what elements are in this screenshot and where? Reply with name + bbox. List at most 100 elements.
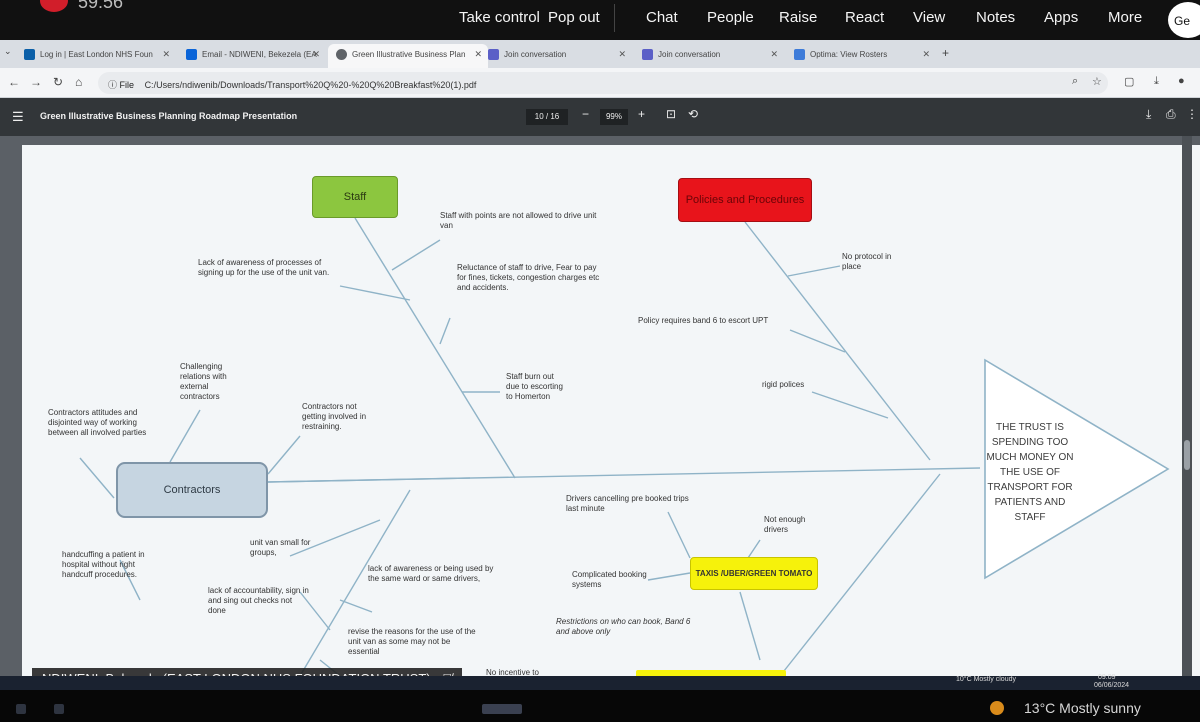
zoom-out-button[interactable]: − (582, 107, 590, 121)
twig-awareness-ward (339, 599, 373, 613)
nhs-favicon-icon (24, 49, 35, 60)
zoom-level-input[interactable]: 99% (600, 109, 628, 125)
pdf-toolbar: ☰ Green Illustrative Business Planning R… (0, 98, 1200, 136)
remote-weather: 10°C Mostly cloudy (956, 676, 1016, 683)
tab-label: Email - NDIWENI, Bekezela (EA (202, 50, 317, 59)
twig-no-protocol (787, 265, 841, 277)
people-button[interactable]: People (707, 9, 754, 26)
scrollbar-thumb[interactable] (1184, 440, 1190, 470)
zoom-in-button[interactable]: + (638, 107, 646, 121)
desktop-weather: 13°C Mostly sunny (1024, 700, 1141, 716)
taskbar-app-icon[interactable] (482, 704, 522, 714)
close-icon[interactable]: ✕ (312, 49, 320, 59)
cause-label: Staff burn out due to escorting to Homer… (506, 372, 563, 401)
fish-head-triangle (984, 358, 1170, 580)
cause-label: rigid polices (762, 380, 805, 389)
rotate-icon[interactable]: ⟲ (688, 107, 699, 121)
tab-list-chevron-icon[interactable]: ⌄ (4, 46, 12, 56)
url-scheme-label: File (119, 80, 135, 90)
url-input[interactable]: ⓘ File C:/Users/ndiwenib/Downloads/Trans… (98, 72, 1108, 94)
chat-button[interactable]: Chat (646, 9, 678, 26)
page-number-input[interactable]: 10 / 16 (526, 109, 568, 125)
lower-left-bone (299, 489, 411, 677)
tab-label: Green Illustrative Business Plan (352, 50, 466, 59)
twig-van-small (289, 519, 381, 557)
outlook-favicon-icon (186, 49, 197, 60)
cause-label: handcuffing a patient in hospital withou… (62, 550, 145, 579)
fit-page-icon[interactable]: ⊡ (666, 107, 677, 121)
twig-staff-awareness (339, 285, 411, 301)
reload-icon[interactable]: ↻ (53, 75, 64, 89)
pdf-title: Green Illustrative Business Planning Roa… (40, 111, 298, 121)
remote-clock-date: 06/06/2024 (1094, 682, 1130, 689)
category-contractors: Contractors (116, 462, 268, 518)
tab-label: Join conversation (504, 50, 567, 59)
twig-complicated (647, 572, 691, 581)
cause-label: Contractors attitudes and disjointed way… (48, 408, 147, 437)
close-icon[interactable]: ✕ (474, 49, 482, 59)
view-button[interactable]: View (913, 9, 946, 26)
remote-taskbar (0, 676, 1200, 690)
tab-email[interactable]: Email - NDIWENI, Bekezela (EA ✕ (178, 44, 326, 68)
close-icon[interactable]: ✕ (922, 49, 930, 59)
category-policies-procedures: Policies and Procedures (678, 178, 812, 222)
twig-restraining (267, 435, 301, 475)
info-icon[interactable]: ⓘ (108, 80, 118, 90)
menu-icon[interactable]: ☰ (12, 109, 24, 124)
browser-tab-strip: ⌄ Log in | East London NHS Foun ✕ Email … (0, 40, 1200, 68)
apps-button[interactable]: Apps (1044, 9, 1079, 26)
cause-label: Drivers cancelling pre booked trips last… (566, 494, 689, 513)
profile-icon[interactable]: ● (1178, 75, 1185, 87)
twig-attitudes (79, 457, 115, 499)
cause-label: lack of awareness or being used by the s… (368, 564, 494, 583)
twig-staff-reluctance (439, 317, 451, 345)
zoom-icon[interactable]: ⌕ (1072, 75, 1079, 87)
cause-label: Reluctance of staff to drive, Fear to pa… (457, 263, 600, 292)
contractors-branch (267, 477, 471, 483)
more-button[interactable]: More (1108, 9, 1143, 26)
taskbar-app-icon[interactable] (16, 704, 26, 714)
more-options-icon[interactable]: ⋮ (1186, 107, 1198, 121)
taskbar-app-icon[interactable] (54, 704, 64, 714)
tab-optima-rosters[interactable]: Optima: View Rosters ✕ (786, 44, 936, 68)
cause-label: lack of accountability, sign in and sing… (208, 586, 309, 615)
downloads-icon[interactable]: ⤓ (1154, 75, 1159, 87)
tab-east-london-login[interactable]: Log in | East London NHS Foun ✕ (16, 44, 176, 68)
weather-sun-icon (990, 701, 1004, 715)
page-total: / 16 (545, 112, 560, 121)
new-tab-plus-icon[interactable]: + (942, 46, 950, 60)
globe-favicon-icon (336, 49, 347, 60)
react-button[interactable]: React (845, 9, 885, 26)
extensions-icon[interactable]: ▢ (1124, 76, 1135, 88)
remote-clock-time: 09:09 (1098, 674, 1116, 681)
close-icon[interactable]: ✕ (618, 49, 626, 59)
twig-restrictions (739, 591, 761, 661)
download-icon[interactable]: ⤓ (1146, 107, 1152, 121)
twig-drivers-cancelling (667, 511, 691, 559)
category-box-partial (636, 670, 786, 680)
twig-handcuffing (119, 559, 141, 601)
forward-arrow-icon[interactable]: → (30, 75, 42, 89)
cause-label: revise the reasons for the use of the un… (348, 627, 476, 656)
cause-label: Staff with points are not allowed to dri… (440, 211, 597, 230)
take-control-button[interactable]: Take control (459, 9, 540, 26)
print-icon[interactable]: ⎙ (1166, 107, 1176, 121)
home-icon[interactable]: ⌂ (75, 75, 83, 89)
teams-favicon-icon (642, 49, 653, 60)
avatar[interactable]: Ge (1168, 2, 1200, 38)
close-icon[interactable]: ✕ (770, 49, 778, 59)
back-arrow-icon[interactable]: ← (8, 75, 20, 89)
twig-band6 (789, 329, 846, 353)
close-icon[interactable]: ✕ (162, 49, 170, 59)
meeting-controls-bar: 59:56 Take control Pop out Chat People R… (0, 0, 1200, 40)
raise-hand-button[interactable]: Raise (779, 9, 818, 26)
tab-green-illustrative[interactable]: Green Illustrative Business Plan ✕ (328, 44, 488, 68)
scrollbar-track[interactable] (1182, 136, 1192, 676)
cause-label: Complicated booking systems (572, 570, 647, 589)
bookmark-star-icon[interactable]: ☆ (1092, 76, 1102, 88)
tab-join-conversation-2[interactable]: Join conversation ✕ (634, 44, 784, 68)
tab-join-conversation-1[interactable]: Join conversation ✕ (480, 44, 632, 68)
notes-button[interactable]: Notes (976, 9, 1016, 26)
pop-out-button[interactable]: Pop out (548, 9, 600, 26)
